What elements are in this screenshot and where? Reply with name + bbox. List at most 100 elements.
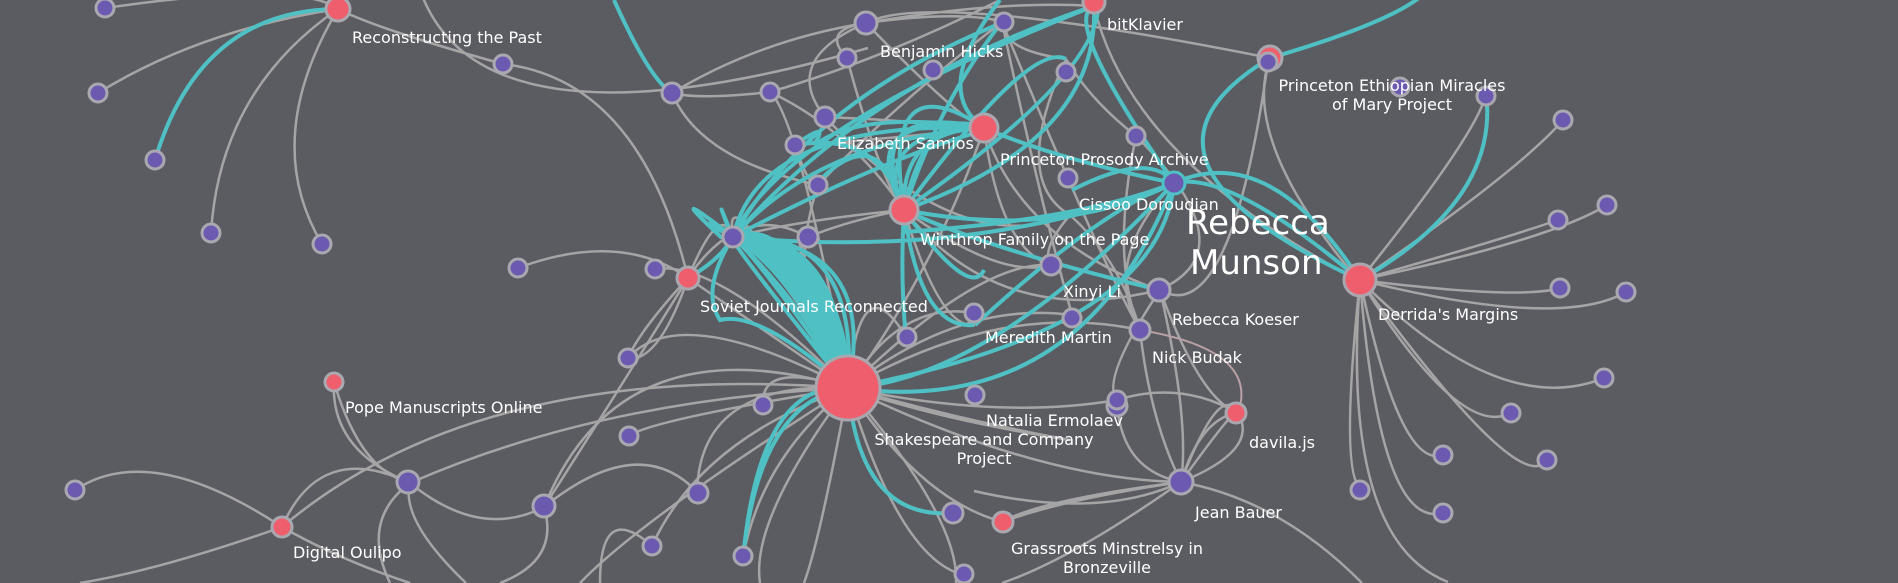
label-natalia-ermolaev[interactable]: Natalia Ermolaev [986,411,1123,430]
node-person[interactable] [1061,307,1083,329]
label-bitklavier[interactable]: bitKlavier [1107,15,1183,34]
node-person[interactable] [953,563,975,583]
node-person[interactable] [617,347,639,369]
node-person[interactable] [94,0,116,19]
node-person[interactable] [641,535,663,557]
label-pope-manuscripts[interactable]: Pope Manuscripts Online [345,398,542,417]
node-jean-bauer[interactable] [1167,468,1195,496]
node-person[interactable] [1549,277,1571,299]
node-person[interactable] [1552,109,1574,131]
node-person[interactable] [144,149,166,171]
node-meredith-martin[interactable] [964,384,986,406]
label-digital-oulipo[interactable]: Digital Oulipo [293,543,402,562]
node-person[interactable] [200,222,222,244]
node-person[interactable] [993,11,1015,33]
node-person[interactable] [618,425,640,447]
node-person[interactable] [507,257,529,279]
node-person[interactable] [1389,76,1411,98]
node-derridas-margins[interactable] [1342,262,1378,298]
node-winthrop-family[interactable] [888,194,920,226]
node-davila-js[interactable] [1224,401,1248,425]
node-person[interactable] [1039,253,1063,277]
label-rebecca-munson-line1[interactable]: Rebecca [1186,203,1330,243]
node-person[interactable] [807,174,829,196]
label-nick-budak[interactable]: Nick Budak [1152,348,1243,367]
label-grassroots-line2[interactable]: Bronzeville [1063,558,1151,577]
label-meredith-martin[interactable]: Meredith Martin [985,328,1112,347]
label-grassroots-line1[interactable]: Grassroots Minstrelsy in [1011,539,1203,558]
label-reconstructing-the-past[interactable]: Reconstructing the Past [352,28,542,47]
node-person[interactable] [752,394,774,416]
node-person[interactable] [1596,194,1618,216]
node-person[interactable] [644,258,666,280]
node-person[interactable] [896,326,918,348]
node-person[interactable] [922,59,944,81]
label-cissoo-doroudian[interactable]: Cissoo Doroudian [1079,195,1219,214]
node-person[interactable] [1500,402,1522,424]
node-person[interactable] [836,47,858,69]
label-soviet-journals[interactable]: Soviet Journals Reconnected [700,297,928,316]
node-person[interactable] [1432,444,1454,466]
label-shakespeare-line1[interactable]: Shakespeare and Company [874,430,1093,449]
label-benjamin-hicks[interactable]: Benjamin Hicks [880,42,1003,61]
node-person[interactable] [660,81,684,105]
node-person[interactable] [1055,61,1077,83]
node-person[interactable] [64,479,86,501]
node-person[interactable] [813,105,837,129]
label-shakespeare-line2[interactable]: Project [957,449,1012,468]
node-person[interactable] [853,10,879,36]
node-reconstructing-the-past[interactable] [324,0,352,23]
label-princeton-prosody-archive[interactable]: Princeton Prosody Archive [1000,150,1209,169]
node-pope-manuscripts[interactable] [323,371,345,393]
label-xinyi-li[interactable]: Xinyi Li [1063,282,1121,301]
node-nick-budak[interactable] [1128,318,1152,342]
node-person[interactable] [732,545,754,567]
node-person[interactable] [1475,85,1497,107]
node-person[interactable] [1349,479,1371,501]
node-person[interactable] [759,81,781,103]
label-elizabeth-samios[interactable]: Elizabeth Samios [837,134,974,153]
node-person[interactable] [311,233,333,255]
node-person[interactable] [1125,125,1147,147]
node-cissoo-doroudian[interactable] [1161,170,1187,196]
highlight-edge [732,235,850,389]
node-person[interactable] [1106,389,1128,411]
label-ethiopian-line2[interactable]: of Mary Project [1332,95,1452,114]
node-person[interactable] [784,134,806,156]
node-person[interactable] [1593,367,1615,389]
node-person[interactable] [721,225,745,249]
node-person[interactable] [492,53,514,75]
node-xinyi-li[interactable] [1146,277,1172,303]
edge [97,7,339,95]
node-digital-oulipo[interactable] [270,515,294,539]
label-rebecca-munson-line2[interactable]: Munson [1190,243,1323,283]
node-person[interactable] [87,82,109,104]
node-person[interactable] [531,493,557,519]
label-rebecca-koeser[interactable]: Rebecca Koeser [1172,310,1299,329]
label-winthrop-family[interactable]: Winthrop Family on the Page [920,230,1149,249]
node-grassroots-minstrelsy[interactable] [991,510,1015,534]
label-jean-bauer[interactable]: Jean Bauer [1194,503,1282,522]
edge [542,277,690,508]
node-princeton-prosody-archive[interactable] [968,112,1000,144]
label-derridas-margins[interactable]: Derrida's Margins [1378,305,1518,324]
node-person[interactable] [1536,449,1558,471]
node-person[interactable] [395,469,421,495]
node-person[interactable] [963,302,985,324]
node-person[interactable] [796,225,820,249]
node-shakespeare-and-company[interactable] [814,354,882,422]
label-ethiopian-line1[interactable]: Princeton Ethiopian Miracles [1279,76,1506,95]
node-person[interactable] [686,481,710,505]
highlight-edge [813,119,986,147]
node-person[interactable] [1615,281,1637,303]
node-person[interactable] [941,501,965,525]
node-soviet-journals[interactable] [675,265,701,291]
node-person[interactable] [1257,51,1279,73]
node-person[interactable] [1432,502,1454,524]
node-bitklavier[interactable] [1081,0,1107,15]
label-davila-js[interactable]: davila.js [1249,433,1315,452]
highlight-edge [1173,179,1362,282]
node-person[interactable] [1057,167,1079,189]
node-person[interactable] [1547,209,1569,231]
